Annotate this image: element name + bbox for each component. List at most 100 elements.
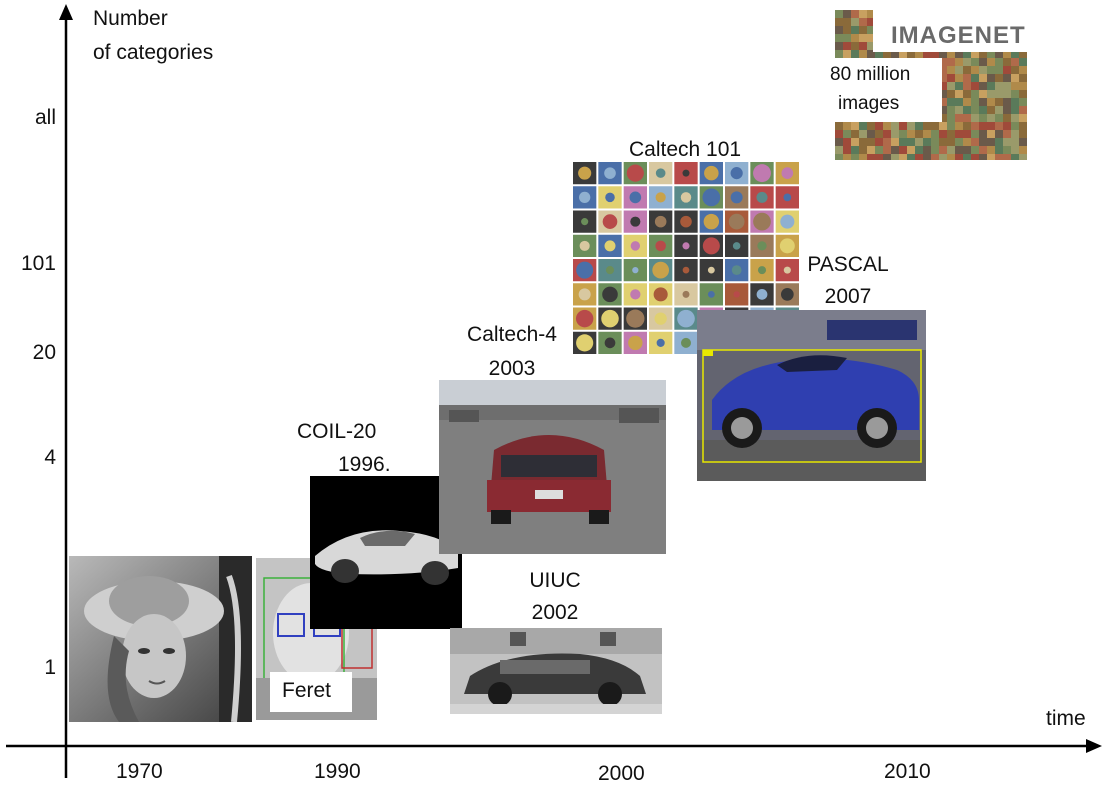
imagenet-tile (899, 122, 907, 130)
caltech101-tile-object (575, 309, 594, 328)
y-axis-title-line1: Number (93, 7, 168, 30)
imagenet-tile (963, 58, 971, 66)
caltech101-tile-object (652, 261, 670, 279)
imagenet-tile (995, 106, 1003, 114)
caltech101-tile-object (605, 192, 615, 203)
imagenet-tile (859, 10, 867, 18)
imagenet-tile (867, 138, 875, 146)
imagenet-tile (987, 154, 995, 160)
imagenet-tile (899, 130, 907, 138)
caltech101-tile-object (605, 266, 615, 275)
imagenet-tile (1003, 90, 1011, 98)
imagenet-tile (891, 50, 899, 58)
imagenet-tile (947, 74, 955, 82)
imagenet-tile (907, 154, 915, 160)
imagenet-tile (835, 10, 843, 18)
imagenet-tile (995, 58, 1003, 66)
imagenet-tile (1011, 82, 1019, 90)
caltech101-tile-object (579, 191, 591, 204)
imagenet-tile (859, 154, 867, 160)
feret-label: Feret (282, 679, 332, 702)
imagenet-tile (1003, 58, 1011, 66)
imagenet-tile (931, 50, 939, 58)
imagenet-tile (867, 146, 875, 154)
caltech101-tile-object (730, 191, 743, 204)
imagenet-tile (963, 98, 971, 106)
imagenet-tile (843, 130, 851, 138)
imagenet-tile (1011, 138, 1019, 146)
imagenet-tile (859, 42, 867, 50)
imagenet-tile (899, 138, 907, 146)
imagenet-tile (987, 74, 995, 82)
imagenet-tile (1003, 66, 1011, 74)
imagenet-logo: IMAGENET (891, 22, 1026, 49)
x-tick-2010: 2010 (884, 760, 931, 783)
imagenet-tile (971, 138, 979, 146)
imagenet-tile (867, 18, 875, 26)
caltech101-tile-object (626, 164, 644, 182)
caltech101-tile-object (654, 215, 667, 228)
imagenet-tile (843, 138, 851, 146)
caltech101-tile-object (757, 241, 767, 251)
pascal-name: PASCAL (807, 253, 889, 276)
imagenet-tile (915, 138, 923, 146)
imagenet-tile (851, 26, 859, 34)
imagenet-tile (907, 122, 915, 130)
caltech101-tile-object (707, 266, 715, 274)
imagenet-tile (979, 50, 987, 58)
x-tick-1990: 1990 (314, 760, 361, 783)
imagenet-tile (1019, 146, 1027, 154)
imagenet-tile (1003, 50, 1011, 58)
imagenet-tile (867, 10, 875, 18)
imagenet-tile (1003, 74, 1011, 82)
imagenet-tile (947, 82, 955, 90)
caltech101-tile-object (604, 167, 616, 179)
imagenet-tile (947, 146, 955, 154)
imagenet-tile (955, 90, 963, 98)
caltech101-name: Caltech 101 (629, 138, 742, 161)
imagenet-tile (843, 10, 851, 18)
imagenet-tile (979, 146, 987, 154)
imagenet-tile (1019, 50, 1027, 58)
imagenet-tile (963, 74, 971, 82)
imagenet-tile (915, 154, 923, 160)
caltech101-tile-object (630, 216, 641, 227)
imagenet-tile (955, 66, 963, 74)
imagenet-tile (979, 114, 987, 122)
imagenet-tile (867, 42, 875, 50)
imagenet-tile (867, 50, 875, 58)
imagenet-tile (971, 74, 979, 82)
imagenet-tile (979, 66, 987, 74)
imagenet-tile (987, 138, 995, 146)
imagenet-tile (979, 98, 987, 106)
x-tick-1970: 1970 (116, 760, 163, 783)
imagenet-tile (939, 74, 947, 82)
x-axis-arrow (1086, 739, 1102, 753)
imagenet-tile (987, 66, 995, 74)
uiuc-image (450, 628, 662, 714)
imagenet-tile (987, 50, 995, 58)
caltech101-tile-object (780, 214, 795, 229)
imagenet-tile (851, 146, 859, 154)
caltech4-name: Caltech-4 (467, 323, 557, 346)
caltech101-tile-object (626, 309, 645, 328)
imagenet-tile (1003, 122, 1011, 130)
imagenet-tile (939, 122, 947, 130)
imagenet-tile (899, 50, 907, 58)
imagenet-tile (939, 66, 947, 74)
imagenet-tile (987, 146, 995, 154)
caltech101-tile-object (753, 164, 771, 183)
imagenet-tile (1003, 82, 1011, 90)
imagenet-tile (963, 122, 971, 130)
imagenet-tile (971, 130, 979, 138)
y-axis-arrow (59, 4, 73, 20)
caltech101-tile-object (680, 215, 692, 228)
imagenet-tile (987, 122, 995, 130)
imagenet-tile (835, 42, 843, 50)
imagenet-tile (939, 146, 947, 154)
imagenet-tile (955, 98, 963, 106)
imagenet-tile (955, 146, 963, 154)
imagenet-tile (939, 114, 947, 122)
imagenet-tile (939, 90, 947, 98)
imagenet-tile (947, 114, 955, 122)
